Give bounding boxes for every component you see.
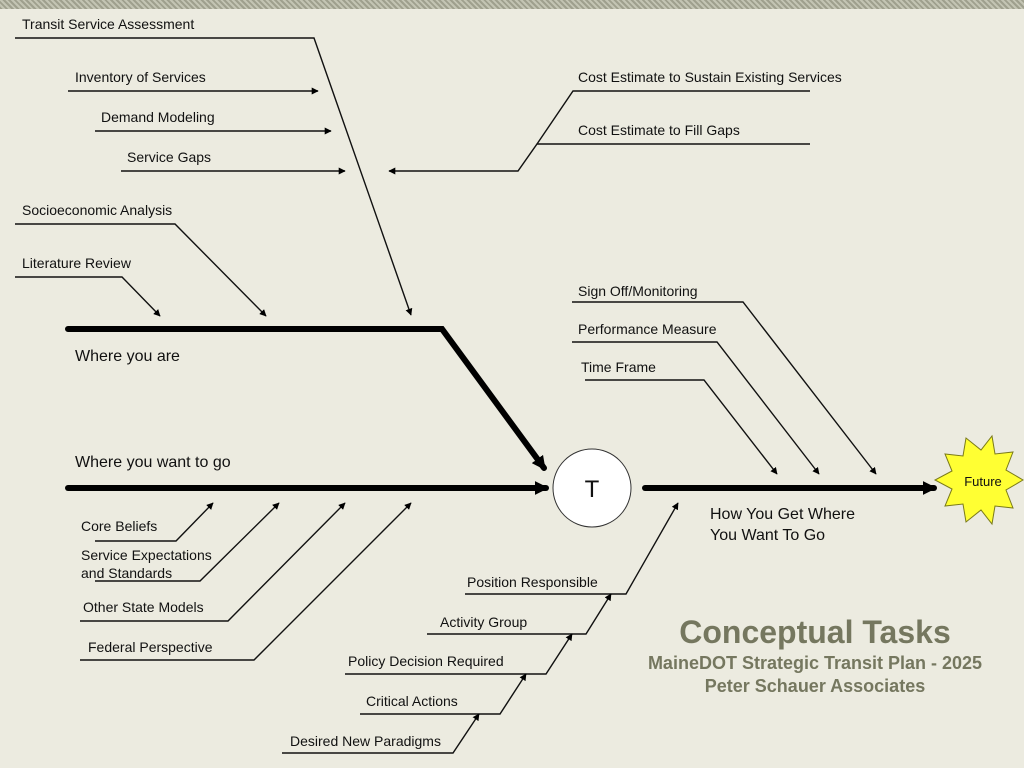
label-transit-service-assessment: Transit Service Assessment bbox=[22, 16, 194, 32]
label-service-gaps: Service Gaps bbox=[127, 149, 211, 165]
label-federal-perspective: Federal Perspective bbox=[88, 639, 213, 655]
page-title: Conceptual Tasks bbox=[679, 614, 951, 650]
label-service-expectations-2: and Standards bbox=[81, 565, 172, 581]
future-sun-icon bbox=[933, 434, 1024, 526]
label-time-frame: Time Frame bbox=[581, 359, 656, 375]
label-position-responsible: Position Responsible bbox=[467, 574, 598, 590]
label-literature-review: Literature Review bbox=[22, 255, 132, 271]
label-future: Future bbox=[964, 474, 1002, 489]
line-policy-decision-required bbox=[345, 633, 573, 675]
t-node-circle bbox=[552, 448, 632, 528]
line-other-state-models bbox=[80, 502, 346, 622]
line-performance-measure bbox=[572, 341, 820, 475]
label-where-you-are: Where you are bbox=[75, 348, 180, 365]
line-desired-new-paradigms bbox=[282, 713, 480, 754]
label-cost-estimate-fill: Cost Estimate to Fill Gaps bbox=[578, 122, 740, 138]
line-core-beliefs bbox=[95, 502, 214, 542]
line-sign-off-monitoring bbox=[572, 301, 877, 475]
line-cost-estimate-fill bbox=[388, 143, 810, 175]
label-how-you-get-2: You Want To Go bbox=[710, 527, 825, 544]
label-socioeconomic-analysis: Socioeconomic Analysis bbox=[22, 202, 172, 218]
subtitle-author: Peter Schauer Associates bbox=[704, 676, 926, 696]
label-inventory-of-services: Inventory of Services bbox=[75, 69, 206, 85]
label-desired-new-paradigms: Desired New Paradigms bbox=[290, 733, 441, 749]
line-critical-actions bbox=[360, 673, 527, 715]
label-where-you-want-to-go: Where you want to go bbox=[75, 454, 231, 471]
line-activity-group bbox=[427, 593, 612, 635]
line-service-expectations bbox=[95, 502, 280, 582]
t-node-label: T bbox=[585, 476, 600, 503]
subtitle-plan: MaineDOT Strategic Transit Plan - 2025 bbox=[647, 653, 983, 673]
line-time-frame bbox=[585, 379, 778, 475]
label-policy-decision-required: Policy Decision Required bbox=[348, 653, 504, 669]
title-block: Conceptual Tasks MaineDOT Strategic Tran… bbox=[605, 612, 1024, 698]
label-sign-off-monitoring: Sign Off/Monitoring bbox=[578, 283, 698, 299]
label-core-beliefs: Core Beliefs bbox=[81, 518, 157, 534]
line-cost-estimate-sustain bbox=[536, 90, 810, 145]
line-position-responsible bbox=[465, 502, 679, 595]
label-cost-estimate-sustain: Cost Estimate to Sustain Existing Servic… bbox=[578, 69, 842, 85]
spine-where-you-are bbox=[65, 326, 547, 471]
line-federal-perspective bbox=[80, 502, 412, 661]
label-demand-modeling: Demand Modeling bbox=[101, 109, 215, 125]
label-service-expectations-1: Service Expectations bbox=[81, 547, 212, 563]
label-critical-actions: Critical Actions bbox=[366, 693, 458, 709]
line-transit-service-assessment bbox=[15, 37, 413, 316]
label-how-you-get-1: How You Get Where bbox=[710, 506, 855, 523]
line-literature-review bbox=[15, 276, 161, 317]
label-activity-group: Activity Group bbox=[440, 614, 527, 630]
label-performance-measure: Performance Measure bbox=[578, 321, 717, 337]
line-socioeconomic-analysis bbox=[15, 223, 267, 317]
top-border bbox=[0, 0, 1024, 9]
label-other-state-models: Other State Models bbox=[83, 599, 204, 615]
